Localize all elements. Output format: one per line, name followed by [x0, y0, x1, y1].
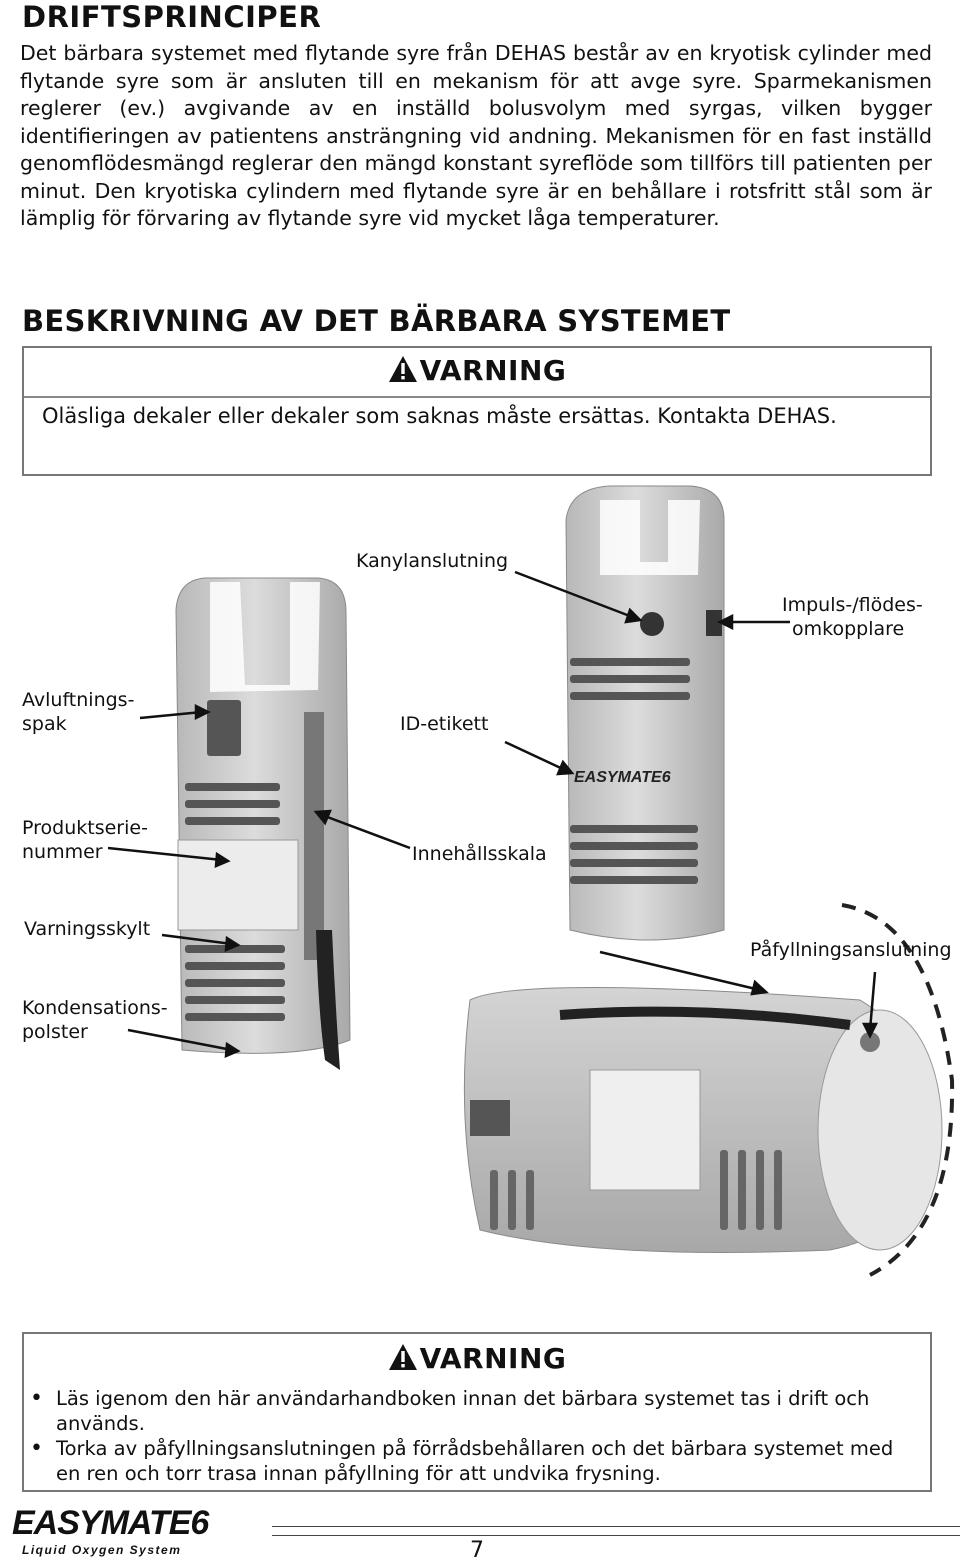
footer-rule: [272, 1526, 960, 1536]
warning-box-usage: VARNING Läs igenom den här användarhandb…: [22, 1332, 932, 1492]
logo-main-text: EASYMATE6: [12, 1504, 210, 1542]
device-brand-text: EASYMATE6: [574, 769, 671, 786]
label-kanylanslutning: Kanylanslutning: [356, 550, 509, 572]
right-device: EASYMATE6: [565, 485, 725, 941]
logo-sub-text: Liquid Oxygen System: [22, 1543, 181, 1557]
label-innehallsskala: Innehållsskala: [412, 843, 547, 865]
label-impuls-line1: Impuls-/flödes-: [782, 594, 923, 616]
warning-box-decals: VARNING Oläsliga dekaler eller dekaler s…: [22, 346, 932, 476]
warning-heading: VARNING: [24, 1342, 930, 1375]
warning-triangle-icon: [388, 1344, 417, 1370]
label-produktserie-line1: Produktserie-: [22, 817, 148, 839]
easymate-logo-graphic: EASYMATE6 Liquid Oxygen System: [12, 1504, 211, 1557]
label-impuls-line2: omkopplare: [792, 618, 905, 640]
easymate-logo: EASYMATE6 Liquid Oxygen System: [10, 1500, 260, 1564]
lying-device: [463, 903, 955, 1277]
warning-heading: VARNING: [24, 354, 930, 387]
device-illustration: EASYMATE6: [107, 485, 955, 1277]
section-title-driftsprinciper: DRIFTSPRINCIPER: [22, 0, 322, 34]
warning-heading-text: VARNING: [419, 354, 567, 387]
warning-triangle-icon: [388, 356, 417, 382]
label-kondensation-line1: Kondensations-: [22, 997, 168, 1019]
section-title-beskrivning: BESKRIVNING AV DET BÄRBARA SYSTEMET: [22, 304, 731, 338]
warning-list-item: Torka av påfyllningsanslutningen på förr…: [30, 1436, 916, 1486]
label-id-etikett: ID-etikett: [400, 713, 489, 735]
warning-list-item: Läs igenom den här användarhandboken inn…: [30, 1386, 916, 1436]
page-number: 7: [470, 1538, 484, 1563]
intro-paragraph: Det bärbara systemet med flytande syre f…: [20, 41, 932, 230]
callout-arrows: [107, 570, 879, 1058]
warning-heading-text: VARNING: [419, 1342, 567, 1375]
label-avluftning-line2: spak: [22, 713, 67, 735]
left-device: [175, 577, 351, 1070]
label-pafyllningsanslutning: Påfyllningsanslutning: [750, 939, 952, 961]
label-avluftning-line1: Avluftnings-: [22, 689, 135, 711]
label-kondensation-line2: polster: [22, 1021, 88, 1043]
label-produktserie-line2: nummer: [22, 841, 103, 863]
warning-list: Läs igenom den här användarhandboken inn…: [24, 1386, 930, 1486]
warning-header-bar: [24, 348, 930, 398]
warning-message: Oläsliga dekaler eller dekaler som sakna…: [42, 404, 837, 428]
label-varningsskylt: Varningsskylt: [24, 918, 151, 940]
